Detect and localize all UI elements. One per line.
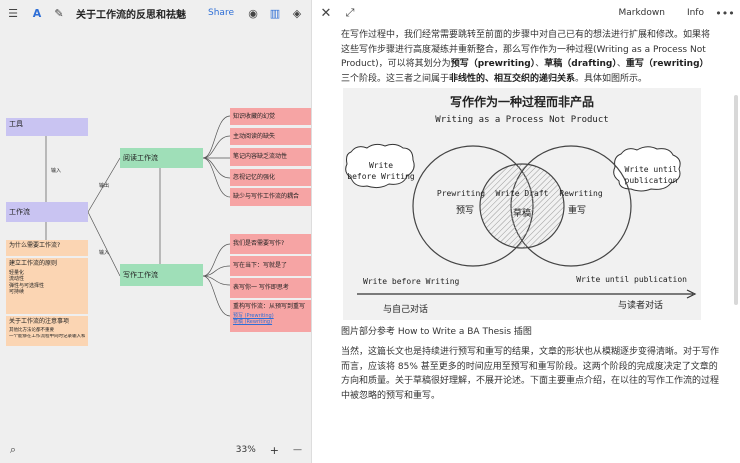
more-icon[interactable]: ••• bbox=[715, 6, 735, 20]
mindmap-canvas[interactable]: 工具 工作流 输入 输出 输入 阅读工作流 写作工作流 为什么需要工作流? 建立… bbox=[0, 26, 311, 437]
menu-icon[interactable]: ☰ bbox=[8, 6, 18, 20]
pen-icon[interactable]: ✎ bbox=[54, 6, 64, 20]
node-notes[interactable]: 关于工作流的注意事项 其他比方法论都不重要 一个能够在工作流程中同时记录输入和输… bbox=[6, 316, 88, 346]
scrollbar[interactable] bbox=[734, 95, 738, 305]
mindmap-connectors bbox=[45, 115, 231, 317]
mindmap-bottombar: ⌕ 33% + — bbox=[0, 437, 311, 463]
label-prewriting-en: Prewriting bbox=[437, 189, 485, 198]
venn-diagram: 写作作为一种过程而非产品 Writing as a Process Not Pr… bbox=[345, 94, 697, 315]
zoom-level: 33% bbox=[235, 445, 256, 455]
left-bubble-line-2: before Writing bbox=[347, 172, 415, 181]
axis-arrow-head bbox=[686, 289, 697, 299]
layout-icon[interactable]: ▥ bbox=[269, 6, 281, 20]
edge-label-output: 输出 bbox=[99, 183, 110, 189]
node-writing-item-4[interactable]: 重构写作流：从预写到重写 预写 (Prewriting) 草稿 (Rewriti… bbox=[230, 300, 311, 332]
axis-left-en: Write before Writing bbox=[363, 277, 460, 286]
zoom-out-button[interactable]: — bbox=[293, 445, 302, 455]
text-style-icon[interactable]: A bbox=[32, 6, 42, 20]
paragraph-1: 在写作过程中，我们经常需要跳转至前面的步骤中对自己已有的想法进行扩展和修改。如果… bbox=[341, 30, 711, 84]
info-button[interactable]: Info bbox=[686, 8, 704, 18]
axis-right-cn: 与读者对话 bbox=[618, 299, 663, 311]
right-bubble-line-2: publication bbox=[625, 176, 678, 185]
node-reading-item-3[interactable]: 笔记内容缺乏流动性 bbox=[230, 148, 311, 166]
edge-label-input: 输入 bbox=[51, 168, 62, 174]
node-writing-workflow[interactable]: 写作工作流 bbox=[120, 264, 203, 286]
eye-icon[interactable]: ◉ bbox=[248, 6, 258, 20]
mindmap-toolbar: ☰ A ✎ 关于工作流的反思和祛魅 Share ◉ ▥ ◈ bbox=[0, 0, 311, 26]
node-writing-item-3[interactable]: 表写你一 写作即思考 bbox=[230, 278, 311, 298]
share-button[interactable]: Share bbox=[208, 8, 234, 18]
layers-icon[interactable]: ◈ bbox=[292, 6, 302, 20]
figure-caption: 图片部分参考 How to Write a BA Thesis 插图 bbox=[341, 327, 532, 337]
link-rewriting[interactable]: 草稿 (Rewriting) bbox=[233, 319, 273, 326]
label-rewriting-cn: 重写 bbox=[568, 204, 586, 216]
label-prewriting-cn: 预写 bbox=[456, 205, 474, 216]
node-reading-item-1[interactable]: 知识收藏的幻觉 bbox=[230, 108, 311, 125]
mindmap-panel: ☰ A ✎ 关于工作流的反思和祛魅 Share ◉ ▥ ◈ bbox=[0, 0, 312, 463]
markdown-button[interactable]: Markdown bbox=[618, 8, 665, 18]
right-bubble bbox=[613, 146, 681, 192]
zoom-in-button[interactable]: + bbox=[269, 443, 279, 457]
writing-process-figure: 写作作为一种过程而非产品 Writing as a Process Not Pr… bbox=[343, 88, 701, 320]
axis-left-cn: 与自己对话 bbox=[383, 303, 428, 315]
node-writing-item-2[interactable]: 写在当下：写就是了 bbox=[230, 256, 311, 276]
paragraph-2: 当然，这篇长文也是持续进行预写和重写的结果，文章的形状也从模糊逐步变得清晰。对于… bbox=[341, 347, 720, 401]
node-reading-item-5[interactable]: 缺少与写作工作流的耦合 bbox=[230, 188, 311, 206]
search-icon[interactable]: ⌕ bbox=[9, 443, 17, 456]
label-rewriting-en: Rewriting bbox=[559, 189, 603, 198]
left-bubble bbox=[345, 143, 415, 189]
node-workflow[interactable]: 工作流 bbox=[6, 202, 88, 222]
node-reading-workflow[interactable]: 阅读工作流 bbox=[120, 148, 203, 168]
label-draft-cn: 草稿 bbox=[513, 207, 531, 219]
right-bubble-line-1: Write until bbox=[625, 165, 678, 174]
figure-title-en: Writing as a Process Not Product bbox=[435, 115, 608, 125]
close-icon[interactable]: ✕ bbox=[320, 5, 332, 21]
figure-title-cn: 写作作为一种过程而非产品 bbox=[450, 94, 594, 109]
node-tools[interactable]: 工具 bbox=[6, 118, 88, 136]
link-prewriting[interactable]: 预写 (Prewriting) bbox=[233, 312, 274, 319]
expand-icon[interactable]: ⤢ bbox=[345, 6, 355, 19]
node-principles[interactable]: 建立工作流的原则 轻量化 流动性 弹性与可选择性 可持续 bbox=[6, 258, 88, 314]
node-writing-item-1[interactable]: 我们是否需要写作? bbox=[230, 234, 311, 254]
node-reading-item-2[interactable]: 主动阅读的缺失 bbox=[230, 128, 311, 145]
axis-right-en: Write until publication bbox=[576, 275, 687, 284]
left-bubble-line-1: Write bbox=[369, 161, 393, 170]
label-draft-en: Write Draft bbox=[496, 189, 549, 198]
document-toolbar: ✕ ⤢ Markdown Info ••• bbox=[313, 0, 740, 26]
node-why[interactable]: 为什么需要工作流? bbox=[6, 240, 88, 256]
node-reading-item-4[interactable]: 忽视记忆的强化 bbox=[230, 169, 311, 186]
document-panel: ✕ ⤢ Markdown Info ••• 在写作过程中，我们经常需要跳转至前面… bbox=[313, 0, 740, 463]
page-title: 关于工作流的反思和祛魅 bbox=[76, 9, 186, 21]
edge-label-input-2: 输入 bbox=[99, 250, 110, 256]
circle-draft bbox=[479, 163, 565, 249]
